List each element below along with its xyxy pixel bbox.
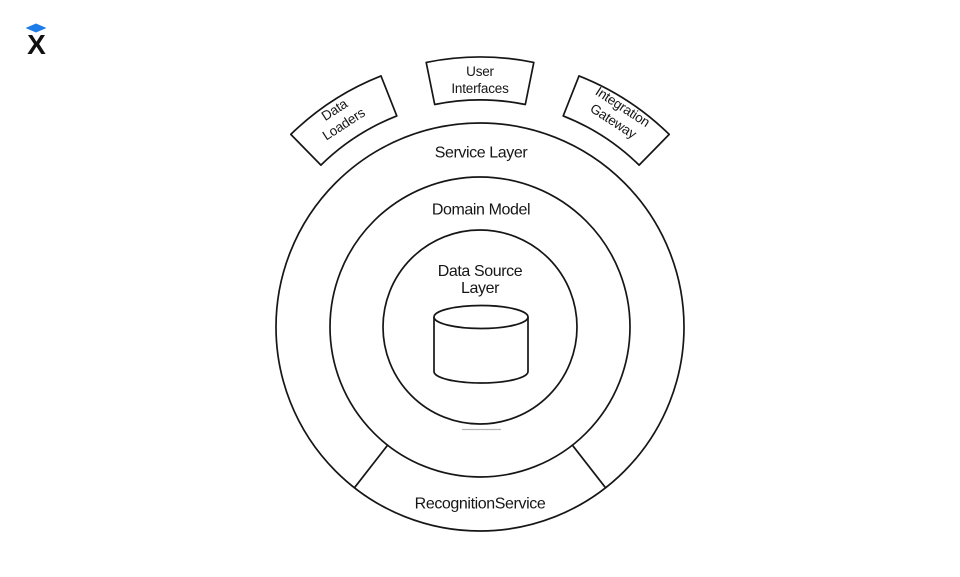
middle-ring-domain-model (329, 176, 631, 478)
sector-divider-right (571, 444, 607, 489)
logo-letter: X (27, 29, 46, 60)
tab-shape-data-loaders (289, 75, 398, 166)
tab-shape-user-interfaces (425, 56, 535, 106)
tab-shape-integration-gateway (562, 75, 671, 166)
logo: X (25, 23, 47, 60)
outer-ring-service-layer (275, 122, 685, 532)
logo-diamond-icon (25, 23, 47, 33)
sector-divider-left (353, 444, 389, 489)
inner-circle-data-source-layer (382, 229, 578, 425)
database-cylinder-icon (433, 304, 529, 384)
